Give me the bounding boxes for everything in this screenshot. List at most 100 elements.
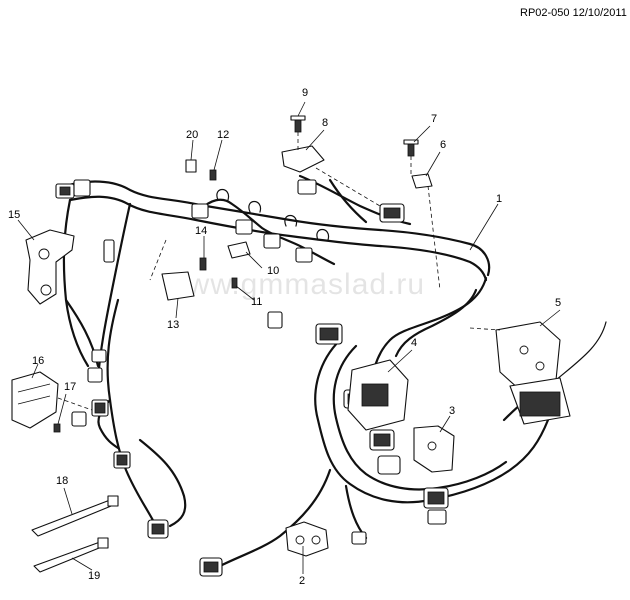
callout-20: 20: [186, 129, 199, 141]
leader-3: [439, 415, 451, 433]
part-16-bracket: [11, 371, 59, 429]
leader-16: [31, 363, 39, 379]
leader-20: [190, 139, 194, 161]
callout-10: 10: [267, 265, 280, 277]
leader-17: [57, 393, 67, 425]
alignment-line-6: [427, 185, 441, 291]
callout-16: 16: [32, 355, 45, 367]
callout-11: 11: [251, 296, 263, 308]
connector-throttle: [315, 323, 343, 345]
harness-to-module-wire: [555, 321, 607, 381]
connector-bottom-mid: [351, 531, 367, 545]
callout-15: 15: [8, 209, 21, 221]
harness-upper-right-2: [328, 178, 368, 224]
alignment-line-8: [315, 167, 381, 207]
leader-5: [539, 309, 561, 327]
leader-10: [245, 251, 263, 269]
watermark: www.gmmaslad.ru: [165, 268, 426, 301]
connector-left-low-2: [113, 451, 131, 469]
part-12-stud: [209, 169, 217, 181]
diagram-reference: RP02-050 12/10/2011: [520, 7, 627, 19]
callout-14: 14: [195, 225, 208, 237]
part-19-cable-tie: [33, 537, 109, 573]
leader-6: [425, 151, 441, 177]
connector-bottom-center: [199, 557, 223, 577]
connector-top-left: [55, 183, 75, 199]
connector-bottom-left: [147, 519, 169, 539]
callout-4: 4: [411, 337, 418, 349]
harness-lower-loop-2: [332, 344, 508, 491]
connector-left-vertical: [103, 239, 115, 263]
connector-lower-right-2: [427, 509, 447, 525]
harness-left-branch-3: [138, 438, 187, 528]
alignment-line-16: [57, 397, 93, 411]
part-17-bolt: [53, 423, 61, 433]
connector-injector-3: [263, 233, 281, 249]
callout-12: 12: [217, 129, 230, 141]
harness-bottom-branch-2: [344, 484, 368, 540]
leader-4: [387, 349, 413, 373]
leader-18: [63, 487, 73, 515]
leader-1: [469, 203, 499, 251]
callout-3: 3: [449, 405, 456, 417]
part-14-bolt: [199, 257, 207, 271]
part-13-bracket: [161, 271, 195, 301]
leader-12: [213, 139, 223, 171]
harness-right-branch-2: [394, 288, 478, 358]
part-3-bracket: [413, 425, 455, 473]
connector-injector-4: [295, 247, 313, 263]
part-6-clip: [411, 173, 433, 189]
leader-15: [17, 219, 35, 241]
leader-13: [175, 297, 179, 319]
connector-injector-2: [235, 219, 253, 235]
leader-8: [305, 129, 325, 151]
callout-7: 7: [431, 113, 438, 125]
connector-center-2: [369, 429, 395, 451]
part-8-bracket: [281, 145, 325, 173]
callout-17: 17: [64, 381, 77, 393]
connector-lower-right: [423, 487, 449, 509]
connector-injector-1: [191, 203, 209, 219]
connector-left-low-1: [71, 411, 87, 427]
alignment-line-13: [149, 239, 167, 281]
part-18-cable-tie: [31, 495, 119, 537]
harness-trunk: [58, 180, 491, 277]
leader-7: [413, 125, 431, 143]
harness-bottom-branch: [218, 468, 332, 568]
alignment-line-5: [469, 327, 501, 331]
harness-left-branch-2: [106, 298, 158, 528]
connector-left-mid-1: [91, 349, 107, 363]
callout-8: 8: [322, 117, 329, 129]
callout-1: 1: [496, 193, 503, 205]
leader-9: [297, 101, 306, 117]
connector-small-11: [267, 311, 283, 329]
part-2-bracket: [285, 521, 329, 557]
part-4-block: [347, 359, 409, 431]
callout-19: 19: [88, 570, 101, 582]
callout-2: 2: [299, 575, 306, 587]
callout-9: 9: [302, 87, 309, 99]
callout-6: 6: [440, 139, 447, 151]
connector-left-mid-2: [87, 367, 103, 383]
connector-center-3: [377, 455, 401, 475]
injector-loops: [216, 188, 330, 241]
leader-11: [235, 285, 255, 301]
connector-top-left-2: [73, 179, 91, 197]
connector-upper-mid: [297, 179, 317, 195]
leader-19: [71, 557, 93, 571]
part-20-stud: [185, 159, 197, 173]
connector-left-mid-3: [91, 399, 109, 417]
harness-lower-loop: [314, 338, 550, 504]
part-11-bolt: [231, 277, 238, 289]
part-10-clip: [227, 241, 251, 259]
part-15-bracket: [25, 229, 75, 305]
callout-13: 13: [167, 319, 180, 331]
part-5-module: [495, 321, 571, 425]
harness-far-left: [62, 198, 90, 368]
callout-5: 5: [555, 297, 562, 309]
part-9-bolt: [290, 115, 306, 133]
callout-18: 18: [56, 475, 69, 487]
connector-upper-right: [379, 203, 405, 223]
